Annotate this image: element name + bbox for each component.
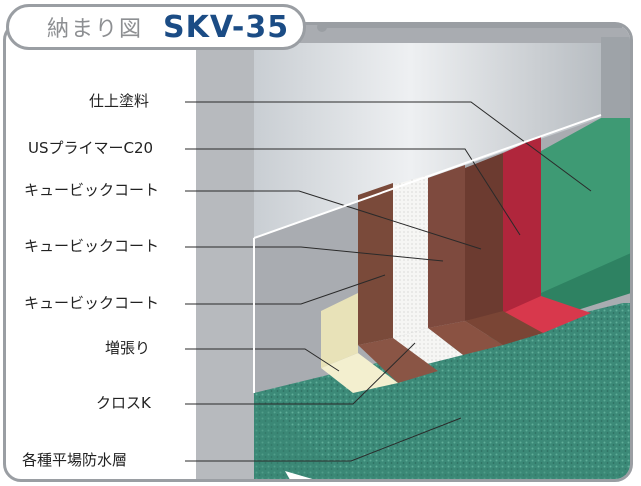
leader-5 xyxy=(185,274,386,305)
cubic-coat-2-floor xyxy=(428,321,503,355)
outer-wall-left xyxy=(196,25,254,479)
cubic-coat-3-floor xyxy=(465,311,543,345)
reinforcement-floor xyxy=(321,353,398,393)
cubic-coat-2-wall xyxy=(428,165,465,328)
cross-k-floor xyxy=(393,328,463,365)
label-finish-paint: 仕上塗料 xyxy=(89,92,150,110)
cubic-coat-1-floor xyxy=(358,338,438,383)
label-reinforcement: 増張り xyxy=(105,339,151,357)
floor-lower xyxy=(254,393,630,479)
label-cubic-coat-3: キュービックコート xyxy=(24,294,160,312)
label-cross-k: クロスK xyxy=(96,394,151,412)
label-flat-waterproof: 各種平場防水層 xyxy=(22,451,128,469)
title-connector-line xyxy=(322,25,622,28)
leader-2 xyxy=(185,148,521,236)
leader-6 xyxy=(185,348,340,372)
product-code: SKV-35 xyxy=(163,9,290,45)
back-wall xyxy=(254,43,601,238)
leader-8 xyxy=(185,417,462,462)
layer-illustration xyxy=(185,25,630,479)
cubic-coat-1-wall xyxy=(358,183,393,345)
floor-waterproof-layer xyxy=(254,303,630,479)
leader-4 xyxy=(185,246,444,262)
diagram-frame xyxy=(3,22,633,482)
leader-3 xyxy=(185,190,482,250)
wall-diagonal xyxy=(253,114,602,239)
title-tab: 納まり図 SKV-35 xyxy=(6,4,306,50)
leader-1 xyxy=(185,101,592,192)
primer-wall xyxy=(503,136,541,313)
title-label: 納まり図 xyxy=(47,17,144,42)
cross-k-wall xyxy=(393,175,428,338)
cubic-coat-3-wall xyxy=(465,153,503,321)
reinforcement-wall xyxy=(321,293,358,368)
label-us-primer: USプライマーC20 xyxy=(28,139,154,157)
finish-paint-wall xyxy=(541,118,630,303)
label-cubic-coat-2: キュービックコート xyxy=(24,237,160,255)
leader-7 xyxy=(185,342,416,405)
white-strip xyxy=(285,471,313,479)
label-cubic-coat-1: キュービックコート xyxy=(24,181,160,199)
